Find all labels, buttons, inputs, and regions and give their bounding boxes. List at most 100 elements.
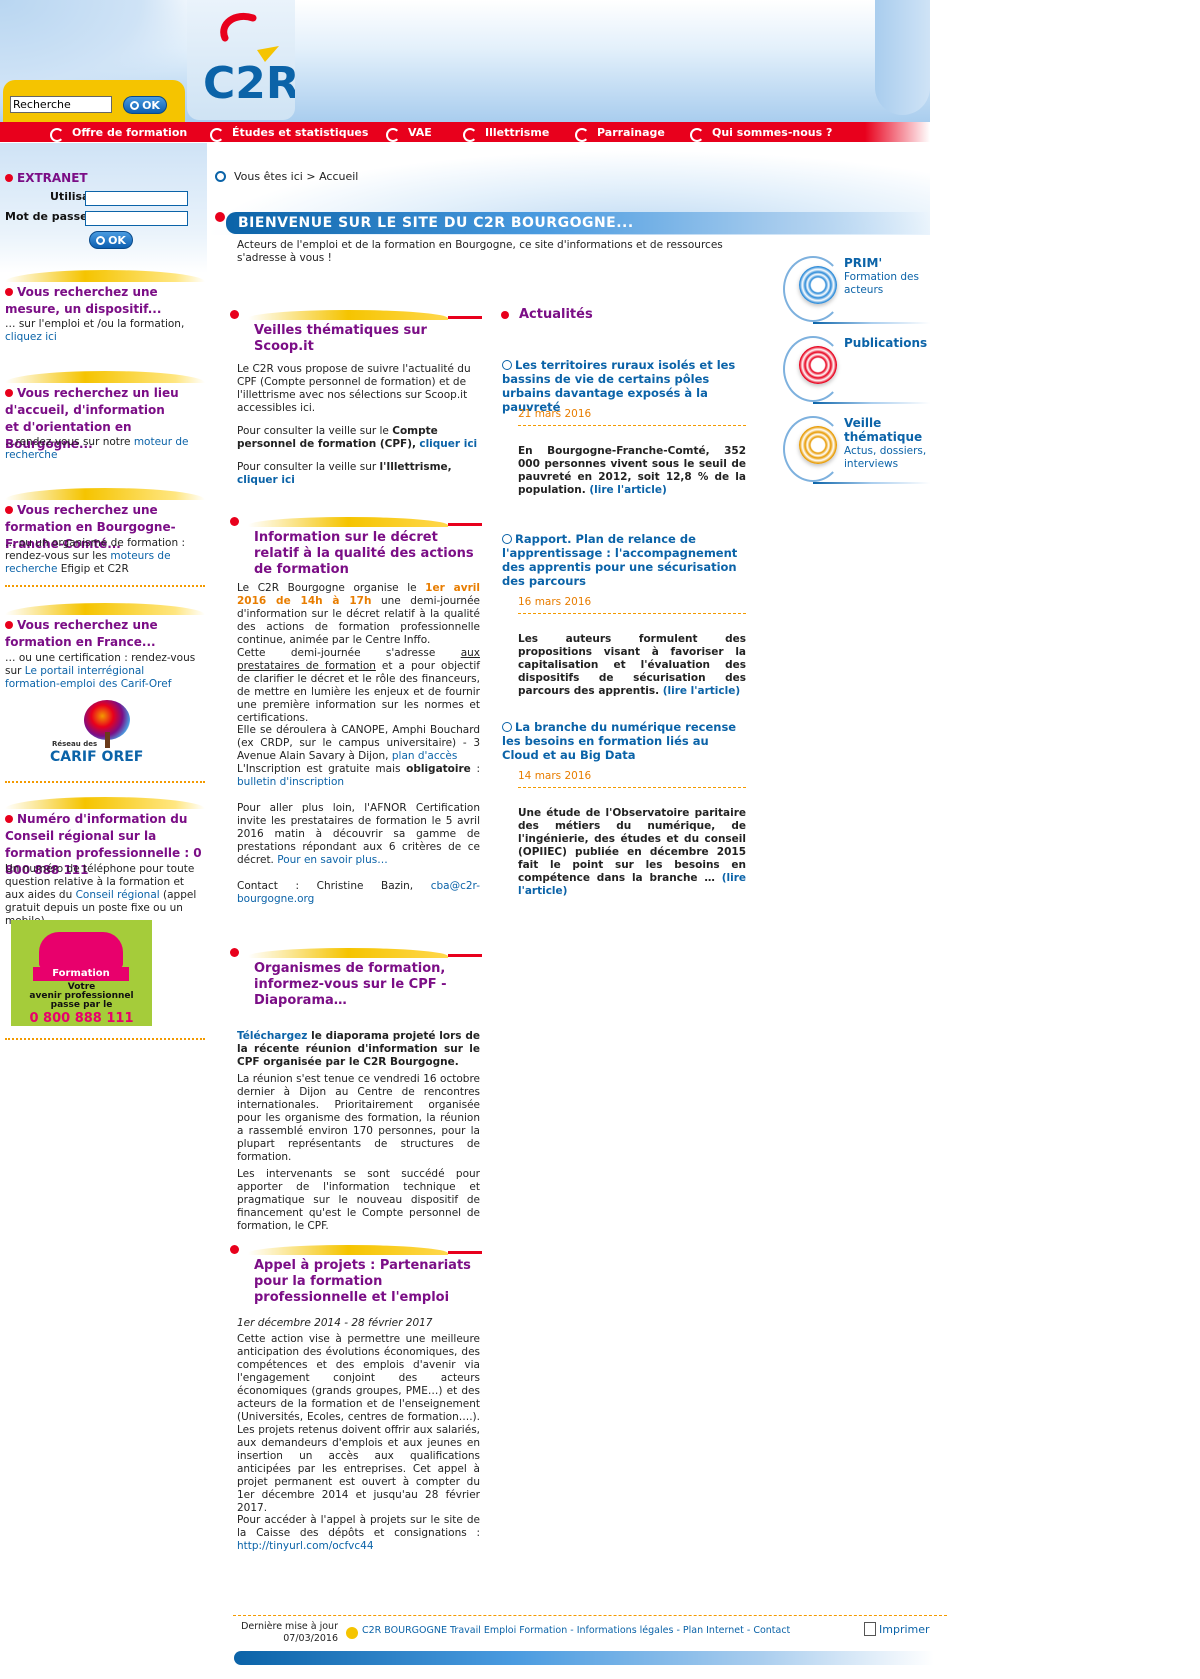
news-separator <box>518 613 746 614</box>
block-formation-bfc-title: Vous recherchez une formation en Bourgog… <box>5 502 205 553</box>
veille-thematique-subtitle: Actus, dossiers, interviews <box>844 445 927 470</box>
c2r-logo[interactable]: C2R <box>195 10 295 110</box>
news-3-read-more[interactable]: (lire l'article) <box>518 872 746 897</box>
veille-thematique-box[interactable]: Veille thématique Actus, dossiers, inter… <box>783 416 930 490</box>
block-formation-france-link[interactable]: Le portail interrégional formation-emplo… <box>5 665 172 690</box>
news-1-read-more[interactable]: (lire l'article) <box>589 484 667 496</box>
formation-promo-banner[interactable]: Formation Votre avenir professionnel pas… <box>11 920 152 1026</box>
bullet-icon <box>5 506 13 514</box>
block-formation-bfc-link[interactable]: moteurs de recherche <box>5 550 171 575</box>
nav-parrainage[interactable]: Parrainage <box>575 122 665 142</box>
block-numero-text: Un numéro de téléphone pour toute questi… <box>5 863 205 928</box>
news-1-title-text: Les territoires ruraux isolés et les bas… <box>502 358 736 414</box>
search-ok-button[interactable]: OK <box>123 96 167 114</box>
promo-line: passe par le <box>50 1000 113 1010</box>
news-2-date: 16 mars 2016 <box>518 596 592 608</box>
breadcrumb-prefix: Vous êtes ici <box>234 170 303 183</box>
s3-p1-text: le diaporama projeté lors de la récente … <box>237 1030 480 1068</box>
s2-p1-text-b: une demi-journée d'information sur le dé… <box>237 595 480 646</box>
block-numero-title-text: Numéro d'information du Conseil régional… <box>5 812 202 877</box>
footer-wave <box>234 1651 934 1665</box>
cpf-veille-link[interactable]: cliquer ici <box>419 438 478 450</box>
box-underline <box>813 402 930 404</box>
nav-label: Qui sommes-nous ? <box>712 125 833 139</box>
block-mesure-link[interactable]: cliquez ici <box>5 331 57 343</box>
promo-line: avenir professionnel <box>29 991 134 1001</box>
bullet-icon <box>5 621 13 629</box>
swirl-icon <box>386 128 400 142</box>
bullet-icon <box>5 174 13 182</box>
footer-links[interactable]: C2R BOURGOGNE Travail Emploi Formation -… <box>362 1625 791 1636</box>
news-1-title[interactable]: Les territoires ruraux isolés et les bas… <box>502 358 746 414</box>
news-3-body: Une étude de l'Observatoire paritaire de… <box>518 807 746 898</box>
nav-label: VAE <box>408 125 432 139</box>
swirl-icon <box>50 128 64 142</box>
red-bar <box>448 1251 482 1254</box>
nav-label: Études et statistiques <box>232 125 369 139</box>
s1-title[interactable]: Veilles thématiques sur Scoop.it <box>254 323 427 354</box>
block-numero-link[interactable]: Conseil régional <box>75 889 160 901</box>
swirl-icon <box>463 128 477 142</box>
circle-icon <box>502 360 512 370</box>
bulletin-inscription-link[interactable]: bulletin d'inscription <box>237 776 345 788</box>
footer-updated-date: 07/03/2016 <box>283 1633 338 1644</box>
contact-email-link[interactable]: cba@c2r-bourgogne.org <box>237 880 480 905</box>
dotted-separator <box>5 585 205 587</box>
nav-label: Parrainage <box>597 125 665 139</box>
prim-subtitle: Formation des acteurs <box>844 271 919 296</box>
print-button[interactable]: Imprimer <box>864 1622 930 1636</box>
tinyurl-link[interactable]: http://tinyurl.com/ocfvc44 <box>237 1540 374 1552</box>
prim-box[interactable]: PRIM' Formation des acteurs <box>783 256 930 330</box>
nav-vae[interactable]: VAE <box>386 122 432 142</box>
header-right-panel <box>875 0 930 115</box>
telechargez-link[interactable]: Téléchargez <box>237 1030 308 1042</box>
s4-p2: Pour accéder à l'appel à projets sur le … <box>237 1514 480 1553</box>
swirl-icon <box>690 128 704 142</box>
search-input[interactable] <box>10 96 112 113</box>
news-3-title[interactable]: La branche du numérique recense les beso… <box>502 720 746 762</box>
promo-line: Votre <box>67 982 96 992</box>
password-input[interactable] <box>85 211 188 226</box>
block-mesure-title: Vous recherchez une mesure, un dispositi… <box>5 284 200 318</box>
phone-icon <box>39 932 123 968</box>
news-3-title-text: La branche du numérique recense les beso… <box>502 720 737 762</box>
s3-title[interactable]: Organismes de formation, informez-vous s… <box>254 961 447 1008</box>
s4-title[interactable]: Appel à projets : Partenariats pour la f… <box>254 1258 471 1305</box>
carif-oref-logo[interactable]: Réseau des CARIF OREF <box>50 700 144 768</box>
plan-acces-link[interactable]: plan d'accès <box>391 750 458 762</box>
s2-title[interactable]: Information sur le décret relatif à la q… <box>254 530 474 577</box>
publications-box[interactable]: Publications <box>783 336 930 410</box>
nav-etudes-statistiques[interactable]: Études et statistiques <box>210 122 368 142</box>
red-bar <box>448 954 482 957</box>
nav-illettrisme[interactable]: Illettrisme <box>463 122 549 142</box>
swirl-icon <box>210 128 224 142</box>
s2-p1-text-c: Cette demi-journée s'adresse <box>237 647 461 659</box>
news-2-title[interactable]: Rapport. Plan de relance de l'apprentiss… <box>502 532 746 588</box>
block-mesure-text: … sur l'emploi et /ou la formation, cliq… <box>5 318 200 344</box>
dotted-separator <box>5 781 205 783</box>
section-wave <box>5 270 205 282</box>
s3-p1: Téléchargez le diaporama projeté lors de… <box>237 1030 480 1069</box>
news-3-date: 14 mars 2016 <box>518 770 592 782</box>
section-wave <box>5 371 205 383</box>
block-lieu-link[interactable]: moteur de recherche <box>5 436 189 461</box>
footer-separator <box>233 1615 947 1616</box>
s2-p1-text: Le C2R Bourgogne organise le <box>237 582 426 594</box>
actualites-header: Actualités <box>501 307 593 322</box>
username-input[interactable] <box>85 191 188 206</box>
nav-offre-formation[interactable]: Offre de formation <box>50 122 187 142</box>
breadcrumb-current[interactable]: Accueil <box>319 170 359 183</box>
news-2-read-more[interactable]: (lire l'article) <box>662 685 741 697</box>
login-ok-button[interactable]: OK <box>89 231 133 249</box>
en-savoir-plus-link[interactable]: Pour en savoir plus… <box>277 854 388 866</box>
nav-label: Offre de formation <box>72 125 188 139</box>
s2-p2-text-c: : <box>470 763 480 775</box>
nav-qui-sommes-nous[interactable]: Qui sommes-nous ? <box>690 122 832 142</box>
veille-thematique-title: Veille thématique <box>844 416 923 444</box>
bullet-icon <box>5 389 13 397</box>
yellow-wave <box>248 948 448 958</box>
carif-logo-text: CARIF OREF <box>50 749 144 765</box>
extranet-title: EXTRANET <box>5 171 88 185</box>
illettrisme-veille-link[interactable]: cliquer ici <box>237 474 295 486</box>
